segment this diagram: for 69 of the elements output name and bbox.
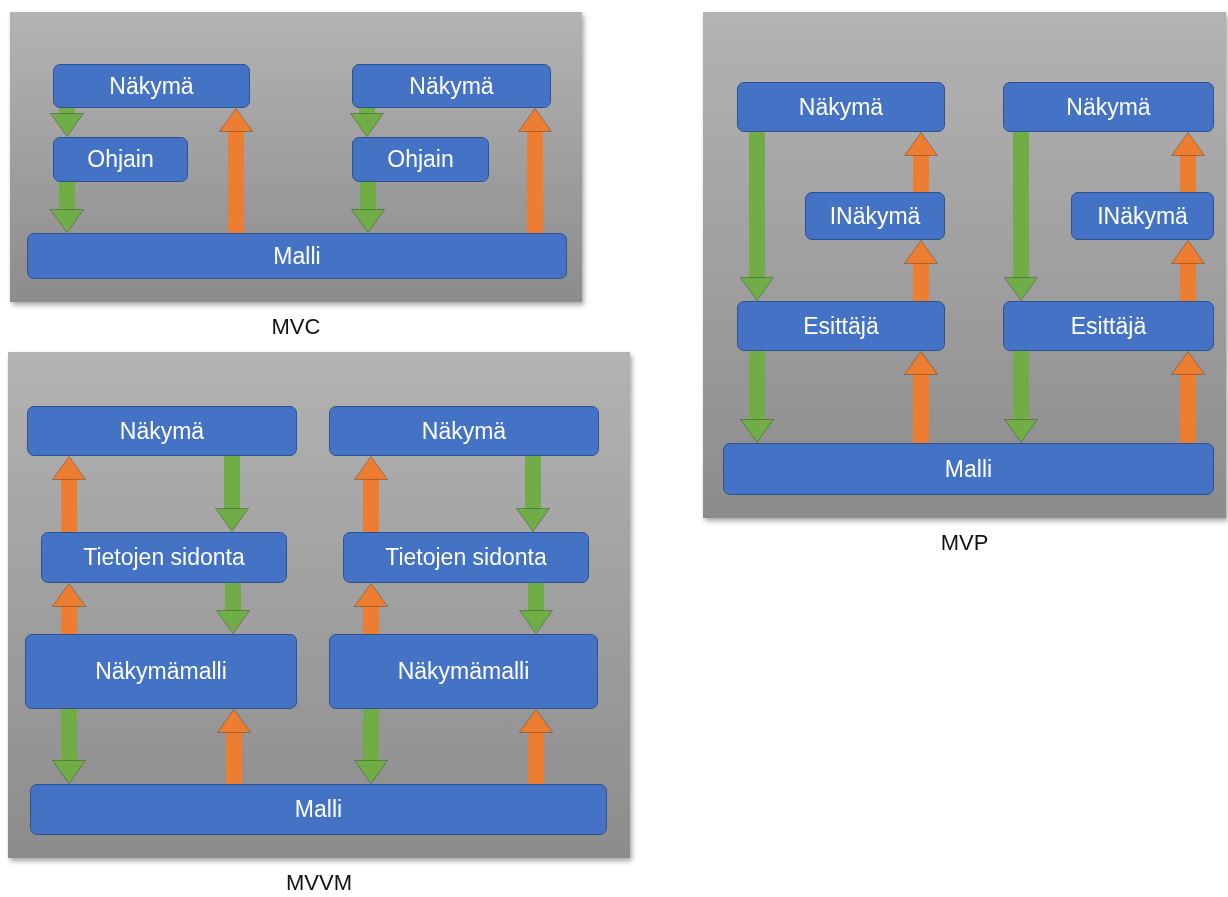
component-label: Näkymä [119, 417, 205, 445]
component-label: Näkymä [1066, 93, 1151, 121]
arrow [217, 709, 251, 784]
component-label: Tietojen sidonta [83, 544, 245, 571]
arrow [1171, 351, 1205, 443]
arrow [216, 583, 250, 634]
component-label: Ohjain [387, 146, 454, 173]
component-box [737, 301, 945, 351]
arrow [1171, 132, 1205, 192]
component-box [1003, 82, 1214, 132]
arrow [740, 132, 774, 301]
component-label: Näkymä [409, 72, 494, 100]
arrow [904, 132, 938, 192]
arrow [1004, 132, 1038, 301]
arrow [904, 240, 938, 301]
component-box [329, 406, 599, 456]
arrow [215, 456, 249, 532]
arrow [516, 456, 550, 532]
component-label: Malli [944, 455, 993, 483]
arrow [519, 709, 553, 784]
component-box [30, 784, 607, 835]
arrow [354, 583, 388, 634]
panel-caption: MVC [271, 314, 321, 340]
component-box [1071, 192, 1214, 240]
component-box [53, 137, 188, 182]
panel-caption: MVP [940, 530, 989, 556]
arrow [52, 456, 86, 532]
component-label: INäkymä [829, 202, 921, 230]
component-box [805, 192, 945, 240]
arrow [518, 108, 552, 233]
component-label: Näkymä [798, 93, 884, 121]
component-label: Näkymämalli [397, 658, 530, 685]
component-label: Malli [273, 242, 321, 270]
arrow [354, 456, 388, 532]
component-box [737, 82, 945, 132]
component-box [352, 137, 489, 182]
component-label: Esittäjä [803, 312, 879, 340]
component-box [27, 406, 297, 456]
component-label: INäkymä [1097, 202, 1188, 230]
arrow [1004, 351, 1038, 443]
component-box [329, 634, 598, 709]
component-box [53, 64, 250, 108]
component-box [1003, 301, 1214, 351]
panel-caption: MVVM [286, 870, 352, 896]
component-box [352, 64, 551, 108]
component-label: Esittäjä [1070, 312, 1147, 340]
arrow [219, 108, 253, 233]
component-label: Ohjain [87, 146, 154, 173]
component-box [723, 443, 1214, 495]
arrow [904, 351, 938, 443]
component-label: Malli [294, 796, 343, 823]
arrow [519, 583, 553, 634]
arrow [1171, 240, 1205, 301]
component-label: Näkymä [109, 72, 194, 100]
arrow [354, 709, 388, 784]
arrow [351, 182, 385, 233]
component-label: Tietojen sidonta [385, 544, 547, 571]
component-box [27, 233, 567, 279]
component-label: Näkymämalli [95, 658, 227, 685]
arrow [740, 351, 774, 443]
component-box [41, 532, 287, 583]
arrow [50, 108, 84, 137]
component-box [343, 532, 589, 583]
arrow [350, 108, 384, 137]
arrow [52, 583, 86, 634]
component-box [25, 634, 297, 709]
arrow [52, 709, 86, 784]
arrow [50, 182, 84, 233]
component-label: Näkymä [421, 417, 507, 445]
